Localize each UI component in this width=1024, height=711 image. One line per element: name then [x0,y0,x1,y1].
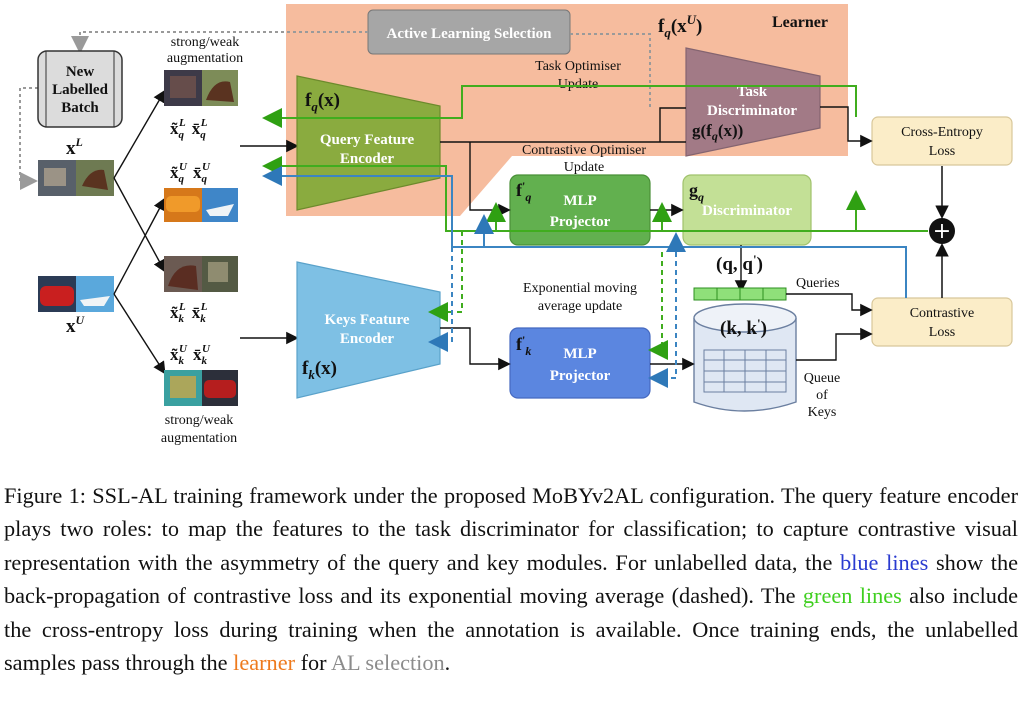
aug-bottom-line1: strong/weak [165,413,233,428]
contrastive-optimiser-label-1: Contrastive Optimiser [522,143,646,158]
batch-to-xl-line [19,87,38,190]
learner-title: Learner [772,14,828,31]
keys-encoder-label-2: Encoder [340,331,395,347]
aug-qu-thumbnails [164,188,238,222]
mlp-key-label-1: MLP [563,346,596,362]
qq-label: (q, q') [716,252,763,275]
queue-label-2: of [816,388,828,403]
new-labelled-batch-label-2: Labelled [52,82,108,98]
queries-bar [693,287,787,301]
ce-loss-label-1: Cross-Entropy [901,125,983,140]
ema-label-2: average update [538,299,622,314]
keys-feature-encoder[interactable] [296,261,441,399]
xl-image-thumbnails [38,160,114,196]
aug-bottom-line2: augmentation [161,431,237,446]
task-discriminator-label-2: Discriminator [707,103,797,119]
framework-diagram: Learner fq(xU) Active Learning Selection… [19,4,1013,446]
contrastive-loss-label-2: Loss [929,325,955,340]
query-encoder-label-2: Encoder [340,151,395,167]
keys-encoder-fn: fk(x) [302,358,337,382]
aug-top-line1: strong/weak [171,35,239,50]
al-feedback-line [570,33,651,107]
green-backprop-ce [262,85,857,128]
task-discriminator-fn: g(fq(x)) [692,121,743,143]
queue-label-3: Keys [808,405,837,420]
task-discriminator-label-1: Task [737,84,768,100]
aug-ql-thumbnails [164,70,238,106]
queue-label-1: Queue [804,371,841,386]
queries-label: Queries [796,276,840,291]
al-to-batch-line [71,31,368,54]
mlp-query-label-2: Projector [550,214,611,230]
green-backprop-main [262,156,928,232]
task-optimiser-label-2: Update [558,77,598,92]
caption-green-lines: green lines [802,583,902,609]
green-ema-dashed [428,231,463,322]
query-encoder-label-1: Query Feature [320,132,415,148]
caption-blue-lines: blue lines [840,549,929,575]
caption-part-1: Figure 1: SSL-AL training framework unde… [4,483,1018,575]
aug-kl-thumbnails [164,256,238,292]
aug-top-line2: augmentation [167,51,243,66]
discriminator-label: Discriminator [702,203,792,219]
figure-caption: Figure 1: SSL-AL training framework unde… [4,479,1018,679]
xl-label: xL [66,135,83,159]
new-labelled-batch-label-3: Batch [61,100,99,116]
new-labelled-batch-box [37,50,123,128]
aug-ku-thumbnails [164,370,238,406]
mlp-query-label-1: MLP [563,193,596,209]
contrastive-loss-label-1: Contrastive [910,306,975,321]
query-encoder-fn: fq(x) [305,90,340,114]
kk-label: (k, k') [720,316,767,339]
ema-label-1: Exponential moving [523,281,637,296]
mlp-projector-key[interactable] [509,327,651,399]
caption-part-4: for [295,650,331,676]
caption-part-3: also include the cross-entropy loss duri… [4,583,1018,676]
ce-loss-label-2: Loss [929,144,955,159]
xu-label: xU [66,313,86,337]
sum-node [929,218,955,244]
active-learning-selection-label: Active Learning Selection [387,26,553,42]
caption-part-2: show the back-propagation of contrastive… [4,549,1019,609]
caption-learner: learner [233,650,296,676]
queue-of-keys [693,303,797,412]
keys-encoder-label-1: Keys Feature [324,312,409,328]
blue-ema-dashed [428,247,453,352]
plus-icon: + [933,219,951,244]
new-labelled-batch-label-1: New [66,64,94,80]
xu-image-thumbnails [38,276,114,312]
caption-part-5: . [444,650,451,676]
mlp-key-label-2: Projector [550,368,611,384]
task-optimiser-label-1: Task Optimiser [535,59,621,74]
contrastive-optimiser-label-2: Update [564,160,604,175]
caption-al-selection: AL selection [330,650,445,676]
mlp-projector-query[interactable] [509,174,651,246]
task-discriminator[interactable] [685,47,821,157]
